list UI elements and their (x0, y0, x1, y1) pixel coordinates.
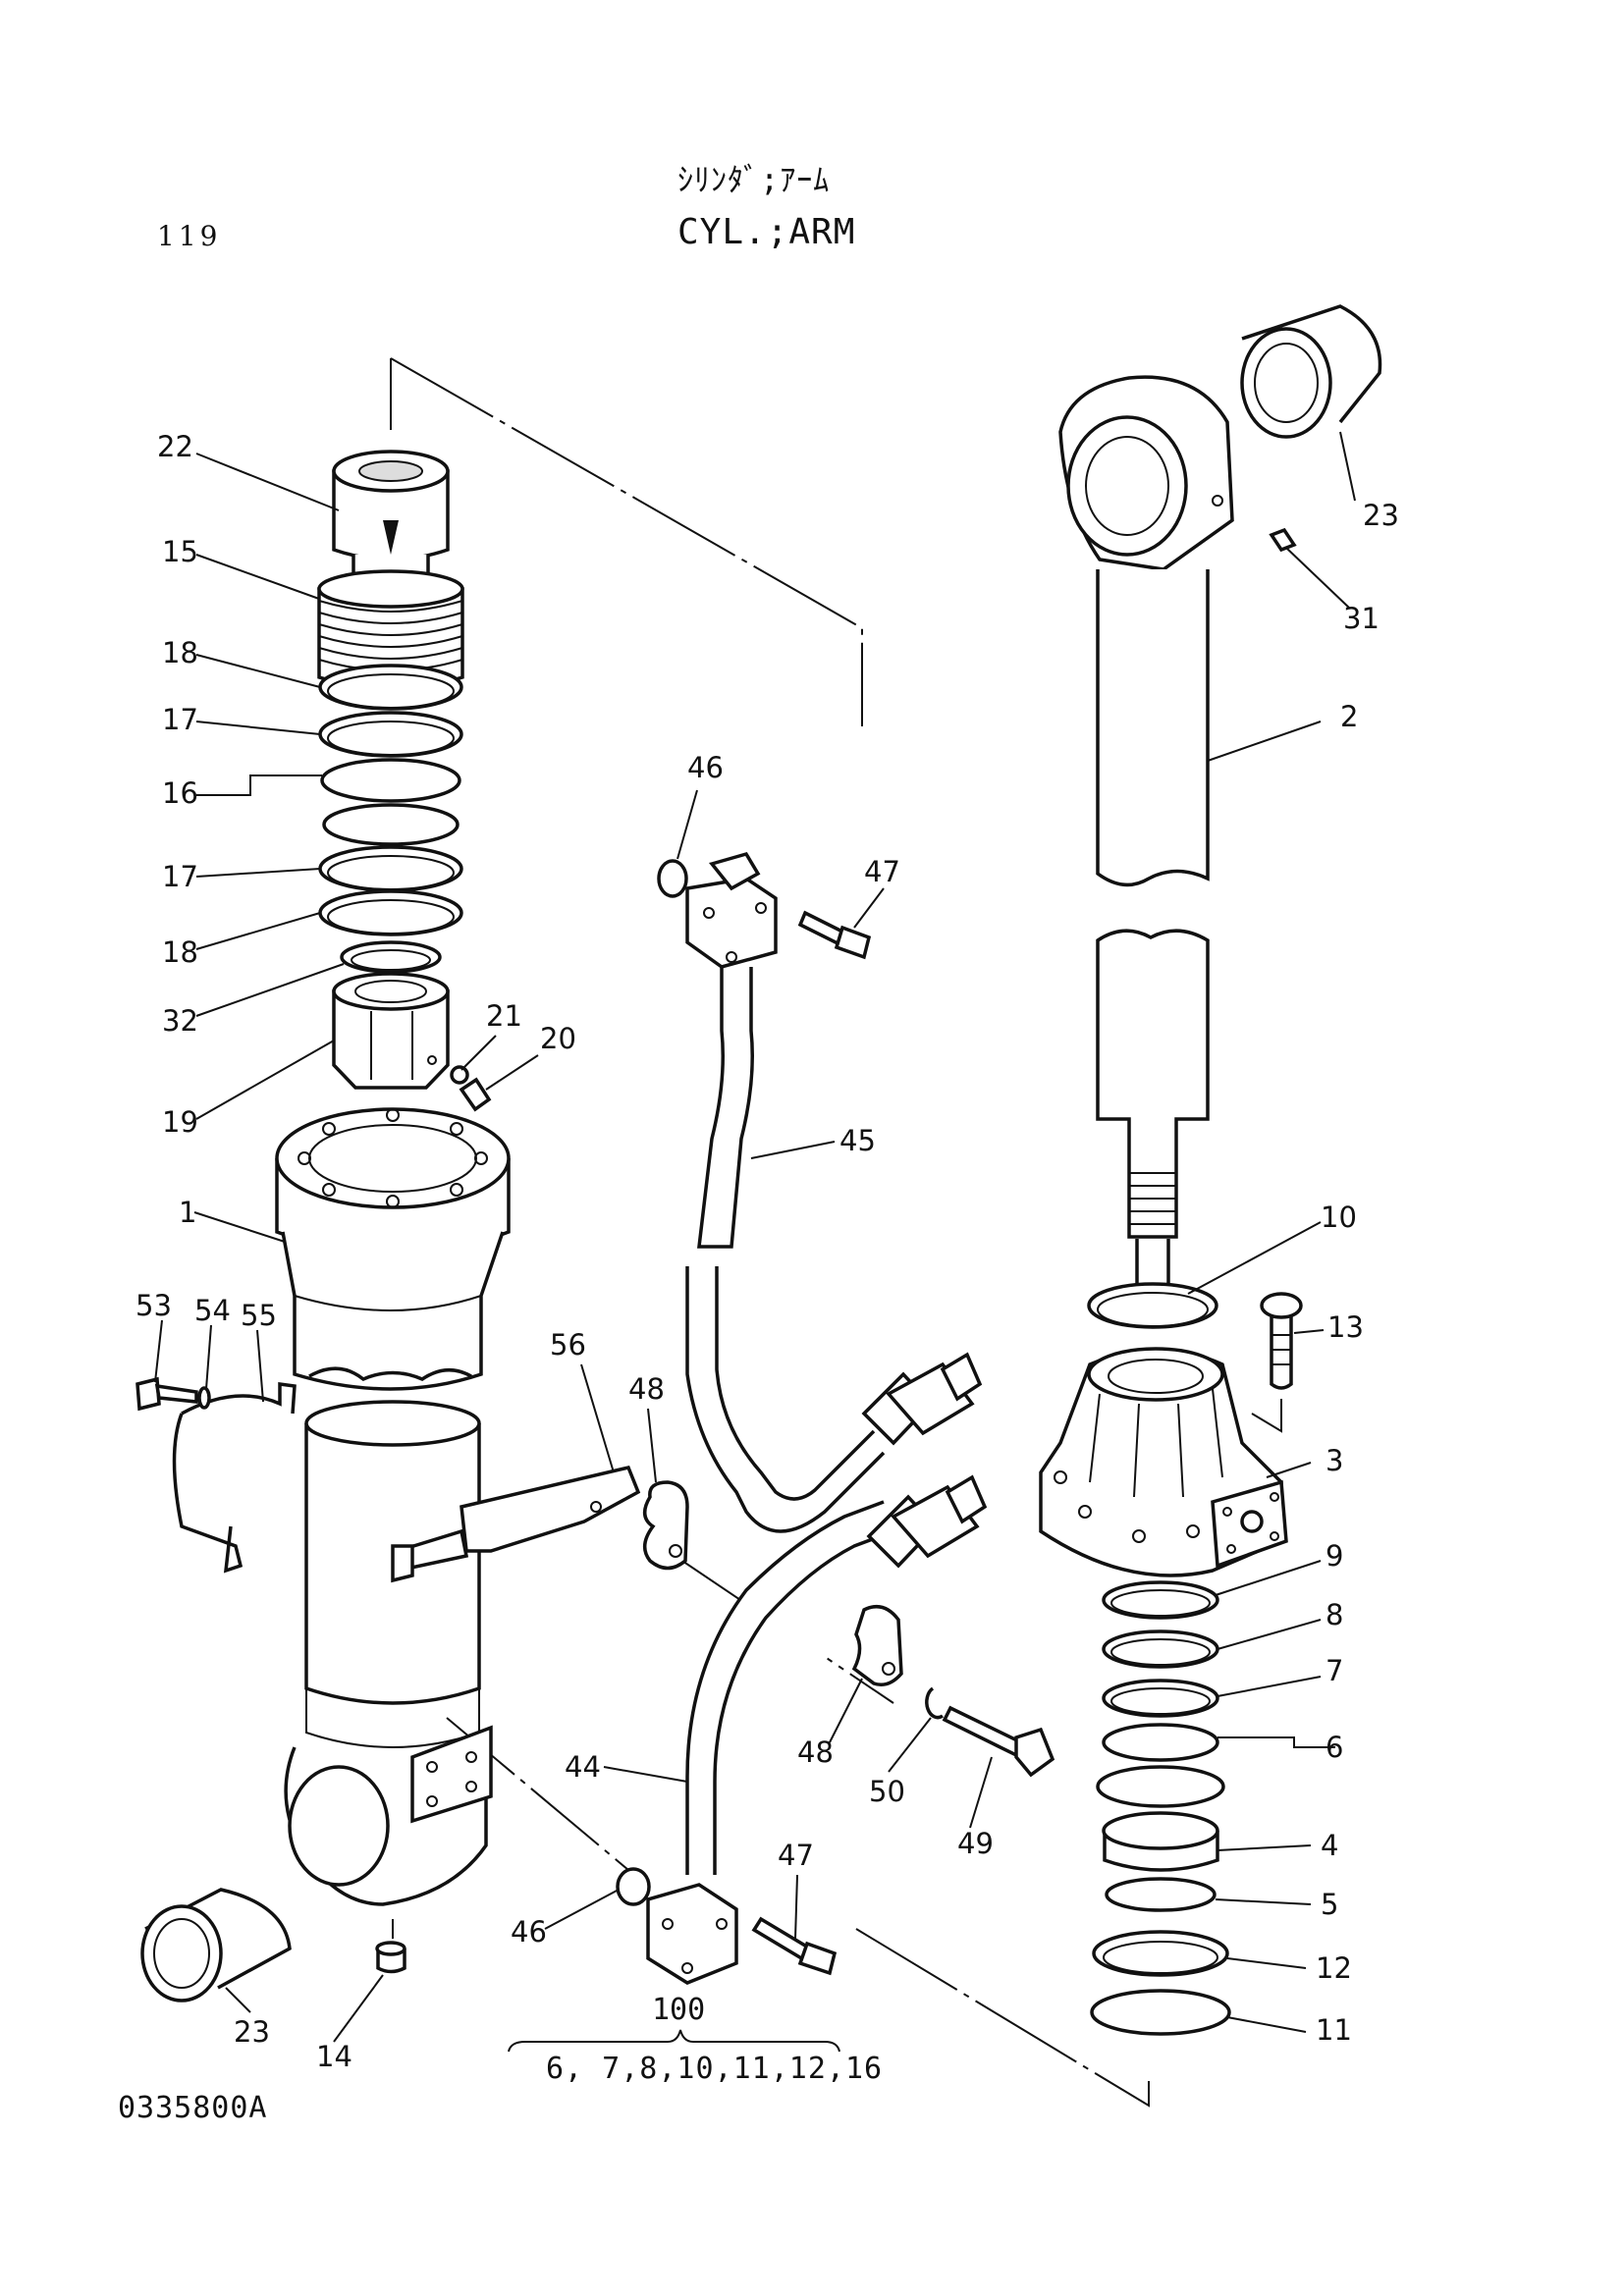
callout-label: 3 (1325, 1444, 1343, 1477)
callout-label: 47 (864, 855, 900, 888)
band-clamp-55 (172, 1382, 297, 1574)
callout-label: 21 (486, 999, 522, 1033)
ring-46-upper (657, 859, 688, 898)
callout-label: 44 (565, 1750, 601, 1784)
callout-label: 11 (1316, 2013, 1352, 2047)
bolt-47-lower (751, 1916, 838, 1976)
callout-label: 9 (1325, 1539, 1343, 1573)
callout-label: 56 (550, 1328, 586, 1362)
callout-label: 12 (1316, 1951, 1352, 1985)
piston-rod-2 (1096, 569, 1210, 1292)
pipe-45 (685, 967, 886, 1533)
callout-label: 18 (162, 636, 198, 669)
socket-bolt-13 (1260, 1292, 1303, 1390)
pipe-clamp-48-upper (643, 1480, 689, 1571)
callout-label: 2 (1340, 700, 1358, 733)
bolt-49 (942, 1705, 1055, 1778)
callout-label: 54 (194, 1294, 231, 1327)
bracket-56 (391, 1465, 641, 1583)
flange-block-lower (646, 1883, 738, 1985)
callout-label: 46 (511, 1915, 547, 1949)
callout-label: 22 (157, 430, 193, 463)
callout-label: 31 (1343, 602, 1380, 635)
grease-fitting-31 (1269, 527, 1297, 553)
callout-labels: 22 15 18 17 16 17 18 32 19 1 21 20 53 54… (135, 430, 1399, 2073)
plug-14 (375, 1941, 406, 1974)
callout-label: 49 (957, 1827, 994, 1860)
callout-label: 1 (179, 1196, 196, 1229)
flange-block-upper (685, 851, 778, 969)
callout-label: 46 (687, 751, 724, 784)
ring-46-lower (616, 1867, 651, 1906)
callout-label: 48 (797, 1735, 834, 1769)
callout-label: 7 (1325, 1654, 1343, 1687)
callout-label: 55 (241, 1299, 277, 1332)
assembly-center-lines (390, 357, 1243, 2108)
leader-lines (154, 431, 1356, 2043)
seal-10 (1087, 1282, 1218, 1329)
callout-label: 8 (1325, 1598, 1343, 1631)
nut-19 (332, 972, 450, 1090)
callout-label: 17 (162, 860, 198, 893)
bolt-47-upper (797, 910, 872, 960)
callout-label: 13 (1327, 1310, 1364, 1344)
snap-ring-50 (925, 1686, 945, 1720)
callout-label: 4 (1321, 1829, 1338, 1862)
callout-label: 53 (135, 1289, 172, 1322)
callout-label: 48 (628, 1372, 665, 1406)
callout-label: 10 (1321, 1201, 1357, 1234)
rod-eye (1058, 375, 1234, 571)
title-japanese: ｼﾘﾝﾀﾞ;ｱｰﾑ (677, 161, 831, 198)
kit-number: 100 (652, 1993, 706, 2027)
cylinder-tube-1 (275, 1107, 511, 1906)
kit-contents: 6, 7,8,10,11,12,16 (546, 2052, 884, 2086)
callout-label: 32 (162, 1004, 198, 1038)
bushing-23-left (140, 1888, 292, 2002)
ball-21-screw-20 (450, 1065, 492, 1112)
page-number: 119 (157, 220, 222, 252)
drawing-code: 0335800A (118, 2091, 268, 2125)
cylinder-head-22 (332, 450, 450, 583)
bolt-53-washer-54 (135, 1376, 211, 1412)
callout-label: 15 (162, 535, 198, 568)
callout-label: 45 (839, 1124, 876, 1157)
callout-label: 23 (1363, 499, 1399, 532)
callout-label: 47 (778, 1839, 814, 1872)
pipe-44 (685, 1500, 894, 1875)
callout-label: 6 (1325, 1731, 1343, 1764)
callout-label: 16 (162, 776, 198, 810)
packing-rings-4-9 (1090, 1580, 1231, 2036)
callout-label: 23 (234, 2015, 270, 2049)
pipe-clamp-48-lower (851, 1604, 903, 1686)
kit-brace (508, 2029, 840, 2053)
callout-label: 50 (869, 1775, 905, 1808)
callout-label: 18 (162, 935, 198, 969)
callout-label: 19 (162, 1105, 198, 1139)
callout-label: 17 (162, 703, 198, 736)
callout-label: 20 (540, 1022, 576, 1055)
seal-rings-16-18 (318, 664, 463, 974)
pipe-fitting-lower (866, 1474, 988, 1569)
pipe-fitting-upper (861, 1352, 983, 1446)
title-english: CYL.;ARM (677, 212, 856, 252)
rod-cover-3 (1039, 1347, 1288, 1577)
callout-label: 5 (1321, 1888, 1338, 1921)
bushing-23-right (1240, 304, 1382, 439)
callout-label: 14 (316, 2040, 352, 2073)
